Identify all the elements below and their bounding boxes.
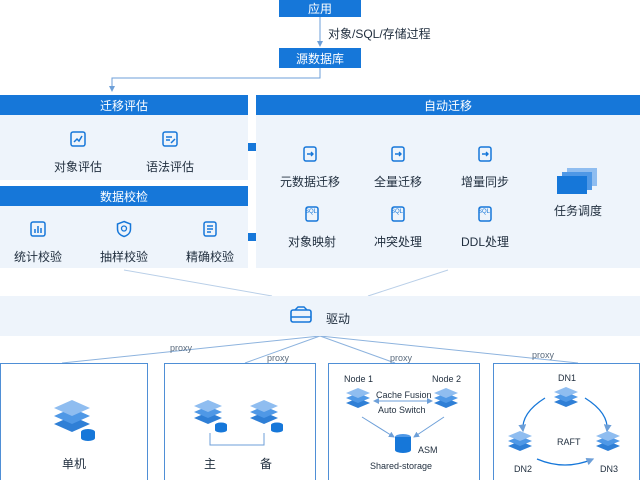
migrate-item-label: 全量迁移 [373,175,422,189]
proxy-line-3 [319,335,396,364]
verify-item-precise: 精确校验 [168,218,252,265]
sampling-icon [113,218,135,240]
driver-label: 驱动 [326,312,351,326]
eval-item-label: 语法评估 [145,160,194,174]
migrate-item-label: DDL处理 [460,235,509,249]
driver-band [0,296,640,336]
proxy-label: proxy [267,353,290,363]
migrate-item-metadata: 元数据迁移 [268,143,352,190]
node1-db-icon [344,387,374,420]
statistics-icon [27,218,49,240]
storage-cylinder-icon [394,434,412,459]
auto-switch-label: Auto Switch [378,405,426,415]
proxy-line-1 [61,335,321,364]
migrate-item-label: 增量同步 [460,175,509,189]
verify-item-statistics: 统计校验 [0,218,80,265]
app-db-edge-label: 对象/SQL/存储过程 [328,27,431,41]
primary-label: 主 [204,457,217,471]
cache-fusion-label: Cache Fusion [376,390,432,400]
migrate-item-label: 对象映射 [287,235,336,249]
dn3-label: DN3 [600,464,619,474]
object-map-icon [301,203,323,225]
proxy-line-4 [319,335,579,364]
verify-item-label: 精确校验 [185,250,234,264]
db-to-eval-arrow [109,68,321,92]
migrate-item-conflict: SQL 冲突处理 [356,203,440,250]
raft-label: RAFT [557,437,581,447]
sql-badge: SQL [391,209,404,215]
eval-item-object: 对象评估 [36,128,120,175]
raft-ring [518,397,612,466]
object-eval-icon [67,128,89,150]
node1-label: Node 1 [344,374,374,384]
source-db-label: 源数据库 [295,51,344,66]
single-label: 单机 [62,457,87,471]
app-box: 应用 [279,0,361,17]
auto-migration-panel: 自动迁移 [256,95,640,268]
shared-storage-links [361,398,445,438]
task-schedule-label: 任务调度 [554,204,603,218]
database-stack-icon [50,398,96,449]
eval-item-label: 对象评估 [53,160,102,174]
shared-storage-label: Shared-storage [370,461,433,471]
topology-raft [493,363,640,480]
node2-db-icon [432,387,462,420]
migrate-item-object-map: SQL 对象映射 [270,203,354,250]
node2-label: Node 2 [432,374,462,384]
metadata-migrate-icon [299,143,321,165]
conflict-icon [387,203,409,225]
migrate-item-label: 元数据迁移 [279,175,340,189]
proxy-label: proxy [390,353,413,363]
source-db-box: 源数据库 [279,48,361,68]
migrate-item-full: 全量迁移 [356,143,440,190]
driver-icon [290,306,312,329]
primary-standby-link [209,433,265,446]
verify-item-label: 抽样校验 [99,250,148,264]
sql-badge: SQL [478,209,491,215]
topology-shared-storage [328,363,480,480]
dn2-label: DN2 [514,464,533,474]
data-verify-panel: 数据校检 [0,186,248,268]
full-migrate-icon [387,143,409,165]
syntax-eval-icon [159,128,181,150]
verify-item-label: 统计校验 [13,250,62,264]
proxy-line-2 [244,335,321,364]
data-verify-title: 数据校检 [0,186,248,206]
task-schedule-icon [557,168,599,199]
migrate-item-incremental: 增量同步 [443,143,527,190]
ddl-icon [474,203,496,225]
standby-db-icon [248,400,284,439]
precise-icon [199,218,221,240]
app-label: 应用 [307,2,332,16]
migrate-item-label: 冲突处理 [373,235,422,249]
primary-db-icon [192,400,228,439]
dn1-db-icon [552,386,582,417]
verify-item-sampling: 抽样校验 [82,218,166,265]
dn3-db-icon [594,430,624,461]
migrate-item-ddl: SQL DDL处理 [443,203,527,250]
topology-primary-standby [164,363,316,480]
proxy-label: proxy [170,343,193,353]
proxy-label: proxy [532,350,555,360]
dn1-label: DN1 [558,373,577,383]
eval-item-syntax: 语法评估 [128,128,212,175]
migration-eval-title: 迁移评估 [0,95,248,115]
incremental-sync-icon [474,143,496,165]
migration-eval-panel: 迁移评估 [0,95,248,180]
standby-label: 备 [260,457,273,471]
auto-migration-title: 自动迁移 [256,95,640,115]
sql-badge: SQL [305,209,318,215]
asm-label: ASM [418,445,438,455]
dn2-db-icon [506,430,536,461]
